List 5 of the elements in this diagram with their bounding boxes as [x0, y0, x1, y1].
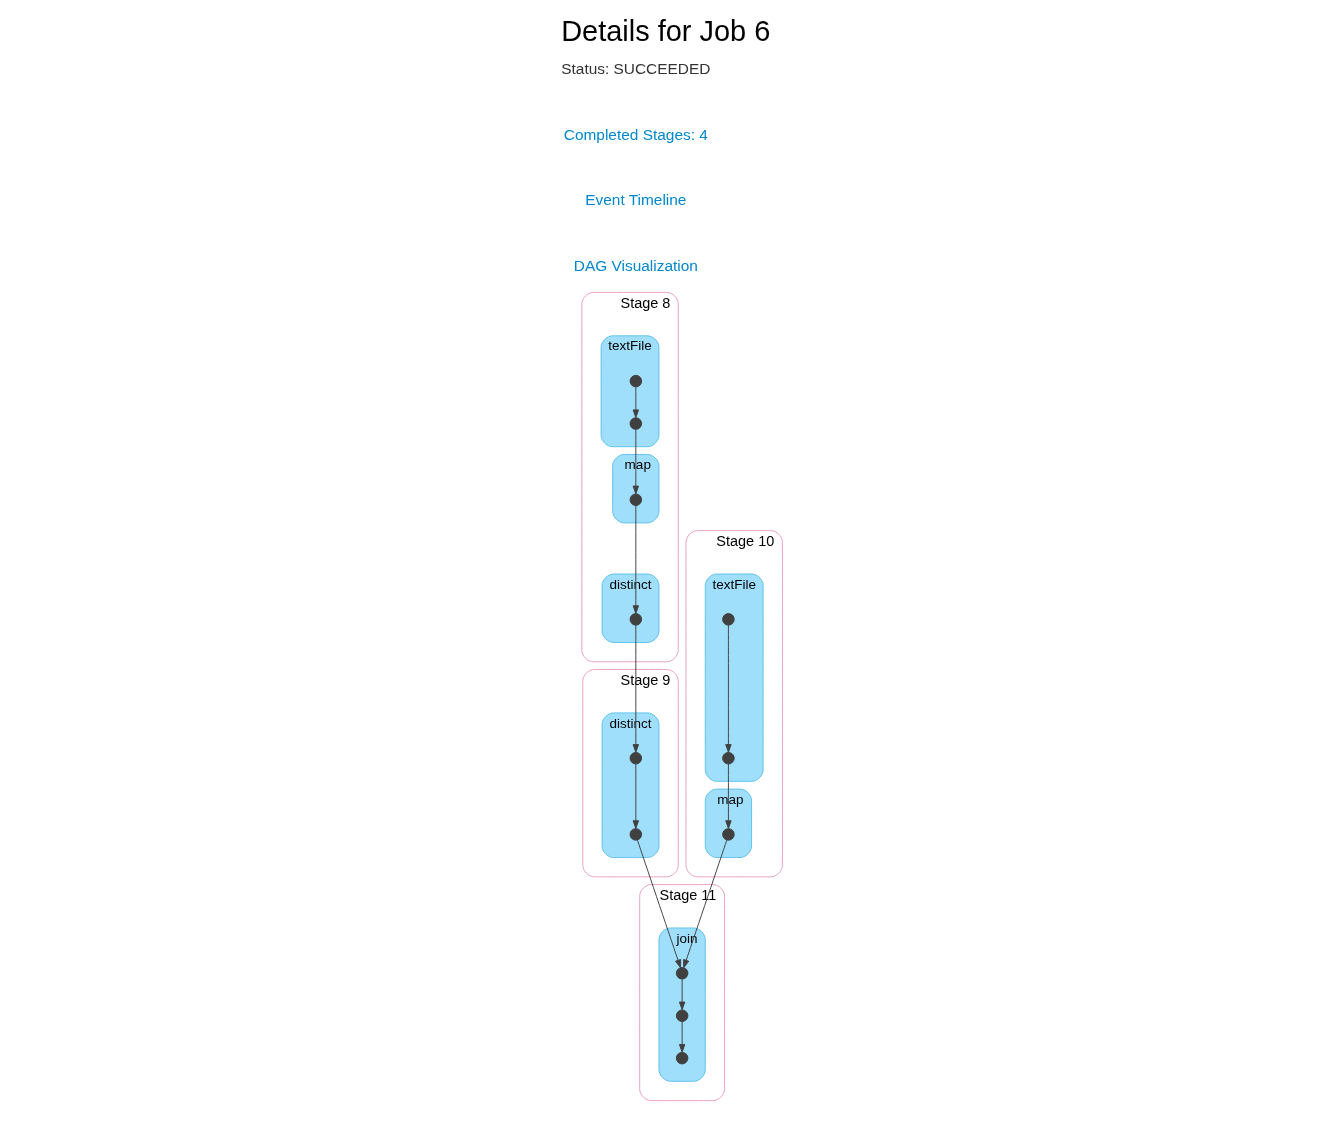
- label: Event Timeline: [585, 191, 687, 209]
- label: Status: SUCCEEDED: [561, 60, 711, 78]
- label: DAG Visualization: [573, 257, 698, 274]
- label: Completed Stages: 4: [563, 125, 708, 143]
- diagram-title: Details for Job 6: [561, 14, 771, 47]
